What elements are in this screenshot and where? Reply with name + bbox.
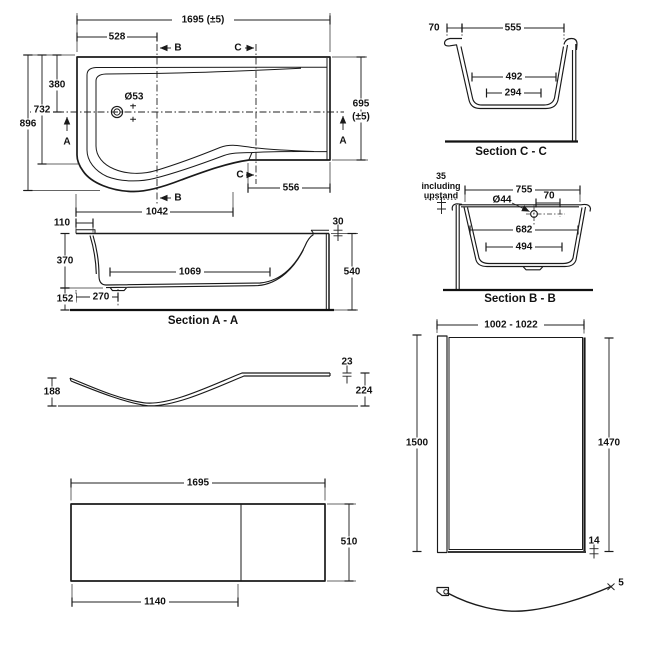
screen-curve-detail: 5: [436, 578, 624, 612]
aa-dim-30: 30: [332, 217, 344, 228]
aa-30-ticks: [333, 224, 343, 241]
plan-dim-380: 380: [49, 80, 66, 91]
drain-center-ticks: [130, 103, 136, 122]
plan-dim-1042: 1042: [146, 207, 169, 218]
curve-profile-line: [448, 585, 613, 612]
plan-dim-528: 528: [109, 32, 126, 43]
plan-dim-732: 732: [34, 105, 51, 116]
bb-dim-494: 494: [516, 242, 533, 253]
drain-inner-circle: [113, 108, 121, 116]
cc-dim-492: 492: [506, 72, 523, 83]
section-b-label-bottom: B: [174, 193, 181, 204]
fp-dim-510: 510: [341, 537, 358, 548]
screen-panel-view: 1002 - 1022 1500 1470 14: [403, 319, 623, 559]
plan-extension-lines: [23, 13, 368, 217]
aa-detail-lines: [75, 229, 329, 310]
screen-14-ticks: [589, 544, 599, 559]
bb-waste-leader-arrow: [511, 202, 530, 212]
front-panel-outline: [70, 503, 326, 582]
aa-tub-shell: [89, 234, 314, 292]
curve-dim-5: 5: [618, 578, 624, 589]
profile-dim-188: 188: [44, 387, 61, 398]
bb-dim-755: 755: [516, 185, 533, 196]
aa-rim-top-line: [76, 232, 330, 310]
section-cc-title: Section C - C: [475, 146, 547, 158]
bath-outer-outline: [76, 56, 331, 193]
profile-band: [69, 372, 331, 407]
curve-hinge-pivot: [443, 589, 449, 595]
section-a-label-right: A: [339, 136, 346, 147]
section-cc-tub-outline: [443, 37, 578, 141]
bb-35-ticks: [437, 197, 446, 214]
cc-dim-70: 70: [428, 23, 440, 34]
cc-dim-555: 555: [505, 23, 522, 34]
section-aa-view: 110 370 152 270 1069 30 540 Section A - …: [54, 217, 363, 327]
bath-inner-lines: [86, 58, 328, 182]
screen-dim-width-range: 1002 - 1022: [484, 320, 538, 331]
aa-extensions: [60, 225, 358, 311]
section-cc-view: 70 555 492 294 Section C - C: [428, 22, 578, 158]
fp-dim-1695: 1695: [187, 478, 210, 489]
bb-note-35: 35: [436, 171, 446, 181]
cc-dim-294: 294: [505, 88, 522, 99]
screen-dim-14: 14: [588, 536, 600, 547]
section-c-label-top: C: [234, 43, 241, 54]
section-c-label-bottom: C: [236, 170, 243, 181]
bb-note-upstand: upstand: [424, 191, 458, 201]
screen-dim-1500: 1500: [406, 438, 429, 449]
aa-dim-110: 110: [54, 218, 71, 229]
section-aa-title: Section A - A: [168, 315, 238, 327]
section-bb-title: Section B - B: [484, 293, 556, 305]
bb-note-including: including: [421, 181, 460, 191]
aa-dim-152: 152: [57, 294, 74, 305]
front-panel-extensions: [70, 478, 356, 607]
drain-outer-circle: [110, 105, 124, 119]
profile-dim-224: 224: [356, 386, 373, 397]
front-panel-view: 1695 510 1140: [70, 477, 360, 608]
rim-profile-view: 188 23 224: [41, 357, 375, 407]
plan-dim-896: 896: [20, 119, 37, 130]
aa-dim-540: 540: [344, 267, 361, 278]
bb-dim-682: 682: [516, 225, 533, 236]
plan-dim-overall-length: 1695 (±5): [182, 15, 225, 26]
fp-dim-1140: 1140: [144, 597, 166, 608]
section-b-label-top: B: [174, 43, 181, 54]
section-a-label-left: A: [63, 137, 70, 148]
bb-waste-diameter: Ø44: [493, 195, 512, 206]
aa-dim-270: 270: [93, 292, 110, 303]
curve-end-mark: [607, 583, 615, 591]
aa-dim-1069: 1069: [179, 267, 202, 278]
plan-view: 1695 (±5) 528 B C 380 732 896 A Ø53 695 …: [17, 13, 375, 218]
plan-drain-diameter: Ø53: [125, 92, 144, 103]
profile-dim-23: 23: [341, 357, 353, 368]
section-bb-view: 35 including upstand 755 Ø44 70 682 494 …: [421, 171, 593, 305]
profile-23-ticks: [342, 365, 352, 384]
screen-wall-channel: [436, 335, 448, 554]
plan-dim-556: 556: [283, 183, 300, 194]
aa-dim-370: 370: [57, 256, 74, 267]
screen-dim-1470: 1470: [598, 438, 621, 449]
bb-dim-70: 70: [543, 191, 555, 202]
plan-dim-width-695: 695: [353, 99, 370, 110]
screen-glass-panel: [448, 337, 583, 550]
plan-dim-width-tol: (±5): [352, 112, 370, 123]
